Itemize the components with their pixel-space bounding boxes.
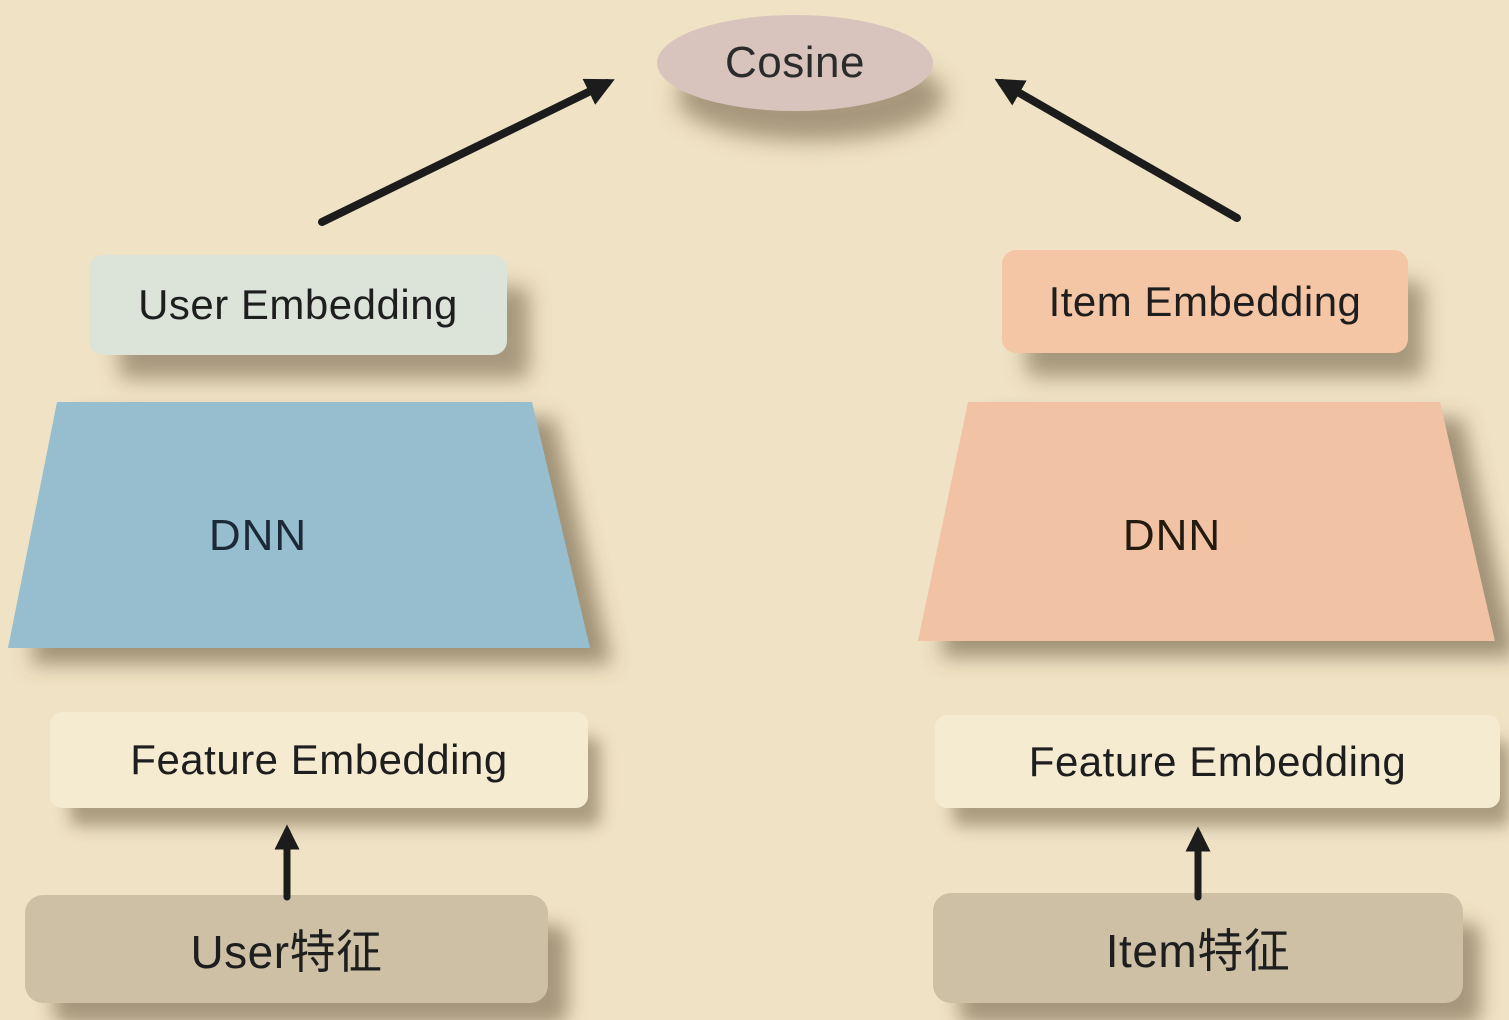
user-features-box: User特征 <box>25 895 548 1003</box>
user-feature-embedding-box: Feature Embedding <box>50 712 588 808</box>
user-embedding-box: User Embedding <box>89 255 507 355</box>
item-feature-embedding-box: Feature Embedding <box>935 715 1500 808</box>
item-embedding-label: Item Embedding <box>1048 277 1362 325</box>
item-dnn-label: DNN <box>1122 511 1222 560</box>
cosine-node: Cosine <box>657 15 933 111</box>
item-features-label: Item特征 <box>1105 925 1291 977</box>
cosine-label: Cosine <box>725 38 865 87</box>
item-features-box: Item特征 <box>933 893 1463 1003</box>
item-embedding-to-cosine-arrow <box>994 78 1241 222</box>
item-feature-embedding-label: Feature Embedding <box>1028 737 1407 785</box>
user-features-label: User特征 <box>190 926 383 978</box>
user-embedding-label: User Embedding <box>138 281 458 328</box>
item-embedding-box: Item Embedding <box>1002 250 1408 353</box>
user-dnn-label: DNN <box>208 511 308 560</box>
user-embedding-to-cosine-arrow <box>318 78 615 226</box>
user-feature-embedding-label: Feature Embedding <box>130 736 508 783</box>
